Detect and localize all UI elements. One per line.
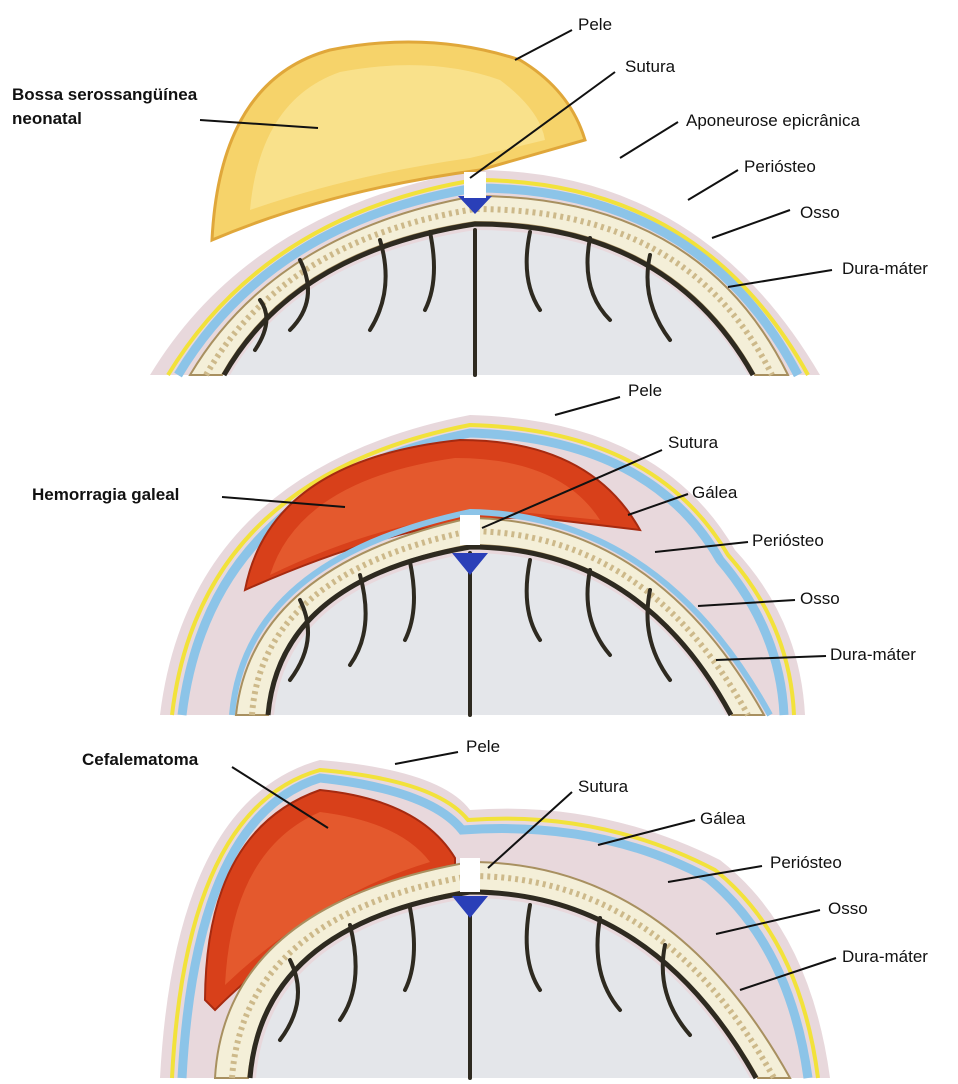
label-periosteo-1: Periósteo (744, 157, 816, 176)
panel-subgaleal: Pele Sutura Gálea Periósteo Osso Dura-má… (32, 381, 916, 715)
label-dura-2: Dura-máter (830, 645, 916, 664)
lesion-label-1-line1: Bossa serossangüínea (12, 85, 198, 104)
label-galea-3: Gálea (700, 809, 746, 828)
label-osso-1: Osso (800, 203, 840, 222)
lesion-label-1-line2: neonatal (12, 109, 82, 128)
suture-gap (464, 172, 486, 198)
label-galea-1: Aponeurose epicrânica (686, 111, 860, 130)
suture-gap (460, 515, 480, 545)
lesion-label-2: Hemorragia galeal (32, 485, 179, 504)
suture-gap (460, 858, 480, 892)
label-sutura-1: Sutura (625, 57, 676, 76)
label-pele-3: Pele (466, 737, 500, 756)
label-pele-1: Pele (578, 15, 612, 34)
label-dura-1: Dura-máter (842, 259, 928, 278)
lesion-label-3: Cefalematoma (82, 750, 199, 769)
label-pele-2: Pele (628, 381, 662, 400)
label-sutura-3: Sutura (578, 777, 629, 796)
label-dura-3: Dura-máter (842, 947, 928, 966)
label-galea-2: Gálea (692, 483, 738, 502)
label-periosteo-3: Periósteo (770, 853, 842, 872)
label-osso-2: Osso (800, 589, 840, 608)
panel-caput: Pele Sutura Aponeurose epicrânica Periós… (12, 15, 928, 375)
label-periosteo-2: Periósteo (752, 531, 824, 550)
panel-cephalhematoma: Pele Sutura Gálea Periósteo Osso Dura-má… (82, 737, 928, 1078)
label-osso-3: Osso (828, 899, 868, 918)
label-sutura-2: Sutura (668, 433, 719, 452)
